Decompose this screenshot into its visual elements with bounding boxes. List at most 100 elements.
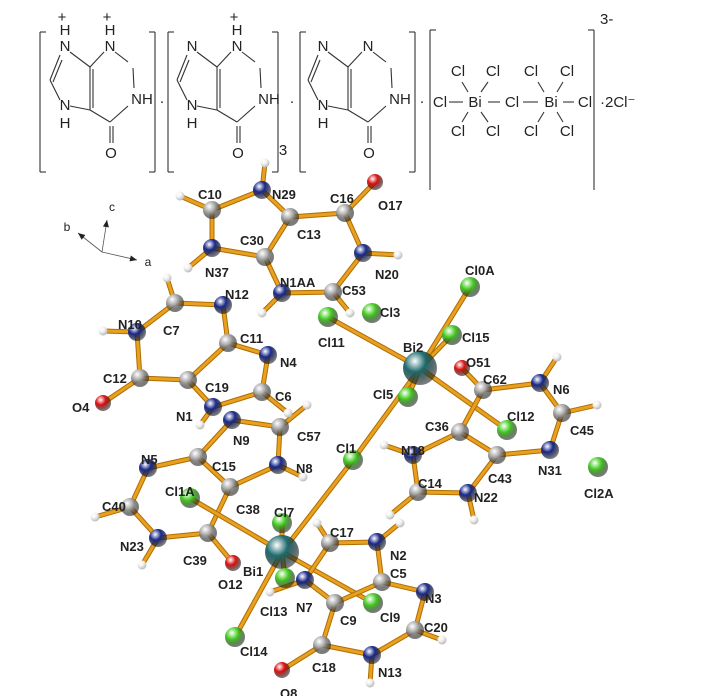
chlorine-label: Cl <box>560 123 574 140</box>
atom-label-c57: C57 <box>297 429 321 444</box>
axis-b-label: b <box>64 220 71 234</box>
atom-label-n1aa: N1AA <box>280 275 316 290</box>
bond-line <box>390 67 393 89</box>
atom-cl13 <box>275 568 295 588</box>
atom-cl1a <box>180 488 200 508</box>
atom-label-o4: O4 <box>72 400 90 415</box>
bond-line <box>52 59 63 83</box>
hydrogen-label: H <box>60 22 71 39</box>
atom-c43 <box>488 446 506 464</box>
bond-line <box>176 79 188 101</box>
nitrogen-label: N <box>232 38 243 55</box>
bond-line <box>307 54 319 81</box>
atom-n37 <box>203 239 221 257</box>
atom-label-cl15: Cl15 <box>462 330 489 345</box>
atom-n3 <box>416 583 434 601</box>
atom-label-cl0a: Cl0A <box>465 263 495 278</box>
bond-bi1-cl1a <box>188 496 284 554</box>
atom-label-c11: C11 <box>240 331 263 346</box>
bond-line <box>196 105 218 111</box>
atom-label-n5: N5 <box>141 452 158 467</box>
charge-plus: + <box>230 9 239 26</box>
atom-label-n12: N12 <box>225 287 249 302</box>
hydrogen-atom <box>345 308 355 318</box>
hydrogen-atom <box>137 560 147 570</box>
atom-label-c5: C5 <box>390 566 407 581</box>
atom-label-n20: N20 <box>375 267 399 282</box>
atom-label-c40: C40 <box>102 499 126 514</box>
atom-label-c15: C15 <box>212 459 236 474</box>
atom-label-c20: C20 <box>424 620 448 635</box>
bond-bi2-cl11 <box>326 315 422 370</box>
hydrogen-atom <box>395 518 405 528</box>
chlorine-label: Cl <box>505 94 519 111</box>
nitrogen-label: N <box>363 38 374 55</box>
charge-plus: + <box>58 9 67 26</box>
multiplier-3: 3 <box>279 142 287 159</box>
chlorine-label: Cl <box>451 63 465 80</box>
chlorine-label: Cl <box>524 63 538 80</box>
atom-c14 <box>409 483 427 501</box>
atom-label-n1: N1 <box>176 409 193 424</box>
atom-cl11 <box>318 307 338 327</box>
atom-label-o17: O17 <box>378 198 403 213</box>
hydrogen-label: H <box>60 115 71 132</box>
axis-c-arrow-icon <box>102 220 109 228</box>
atom-label-c43: C43 <box>488 471 512 486</box>
bond-c11-c19 <box>186 341 230 382</box>
nitrogen-label: N <box>187 97 198 114</box>
hydrogen-atom <box>298 472 308 482</box>
hydrogen-atom <box>385 510 395 520</box>
dot-separator: · <box>420 93 425 110</box>
atom-c38 <box>221 478 239 496</box>
atom-n22 <box>459 484 477 502</box>
atom-label-cl11: Cl11 <box>318 335 345 350</box>
bond-line <box>132 67 135 89</box>
bond-line <box>236 105 256 123</box>
atom-label-cl5: Cl5 <box>373 387 393 402</box>
atom-n12 <box>214 296 232 314</box>
atom-label-n18: N18 <box>401 443 425 458</box>
atom-cl9 <box>363 593 383 613</box>
atom-c18 <box>313 636 331 654</box>
atom-c53 <box>324 283 342 301</box>
atom-c45 <box>553 404 571 422</box>
bond-line <box>461 81 469 93</box>
atom-n1aa <box>273 284 291 302</box>
atom-c5 <box>373 573 391 591</box>
bond-bi2-cl12 <box>418 366 509 432</box>
atom-n10 <box>128 323 146 341</box>
oxygen-label: O <box>232 145 244 162</box>
atom-label-o12: O12 <box>218 577 243 592</box>
bond-line <box>461 111 469 123</box>
hydrogen-atom <box>257 308 267 318</box>
atom-c19 <box>179 371 197 389</box>
bond-line <box>69 105 91 111</box>
bond-line <box>89 51 105 68</box>
bond-line <box>49 79 61 101</box>
bond-line <box>49 54 61 81</box>
atom-label-o51: O51 <box>466 355 491 370</box>
atom-cl1 <box>343 450 363 470</box>
atom-label-c45: C45 <box>570 423 594 438</box>
atom-n7 <box>296 571 314 589</box>
atom-c13 <box>281 208 299 226</box>
atom-label-n3: N3 <box>425 591 442 606</box>
atom-cl3 <box>362 303 382 323</box>
atom-label-cl9: Cl9 <box>380 610 400 625</box>
atom-n18 <box>404 446 422 464</box>
atom-c36 <box>451 423 469 441</box>
hydrogen-atom <box>265 587 275 597</box>
atom-label-n31: N31 <box>538 463 562 478</box>
atom-label-cl1a: Cl1A <box>165 484 195 499</box>
bond-line <box>179 59 190 83</box>
axis-c-label: c <box>109 200 115 214</box>
hydrogen-atom <box>437 635 447 645</box>
bismuth-label: Bi <box>544 94 557 111</box>
atom-label-n13: N13 <box>378 665 402 680</box>
atom-c39 <box>199 524 217 542</box>
bond-line <box>327 51 349 68</box>
bond-line <box>241 51 256 63</box>
bond-line <box>69 51 91 68</box>
